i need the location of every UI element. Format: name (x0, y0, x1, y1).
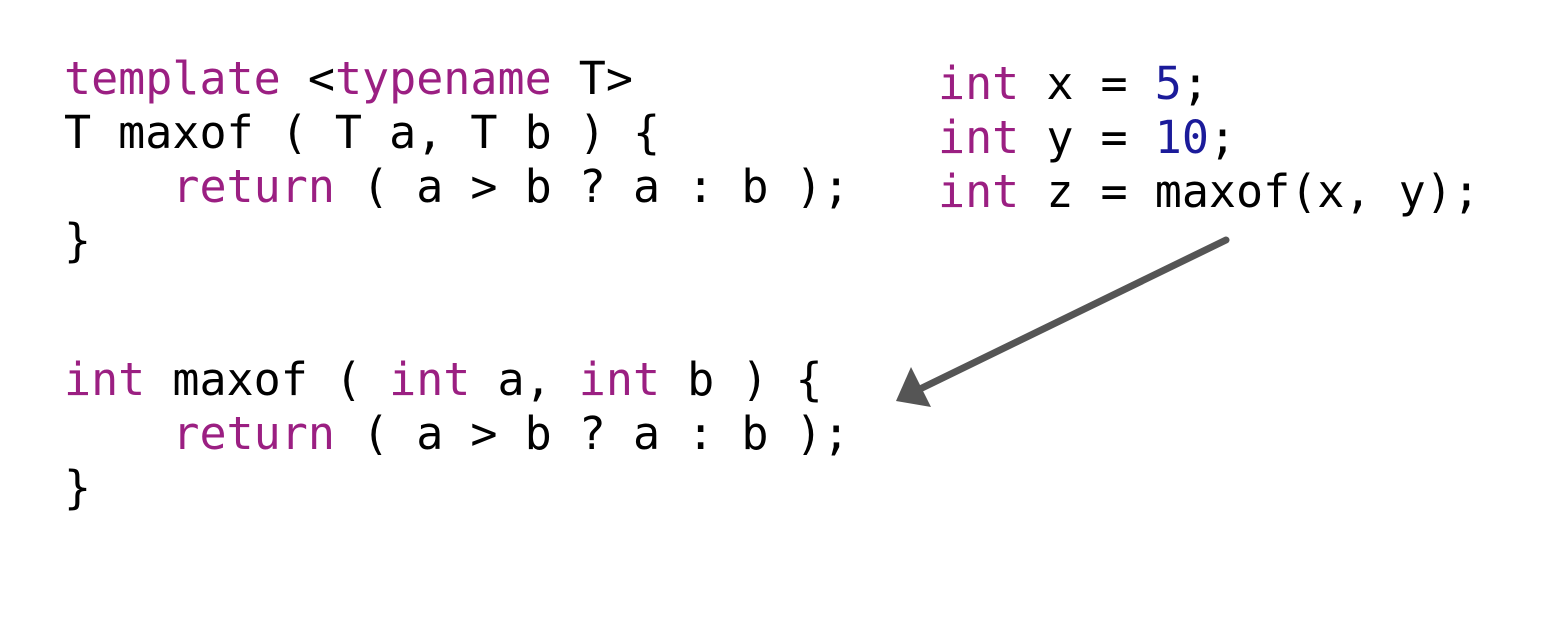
code-line: int y = 10; (938, 111, 1480, 165)
code-line: T maxof ( T a, T b ) { (64, 106, 850, 160)
code-text: ( a > b ? a : b ); (334, 407, 850, 460)
code-text: ( a > b ? a : b ); (334, 160, 850, 213)
code-line: int z = maxof(x, y); (938, 165, 1480, 219)
code-text: T> (551, 52, 633, 105)
arrow-shaft (918, 236, 1230, 392)
code-keyword: int (938, 111, 1020, 164)
template-function-code: template <typename T>T maxof ( T a, T b … (64, 52, 850, 268)
specialized-function-code: int maxof ( int a, int b ) { return ( a … (64, 353, 850, 515)
code-keyword: typename (334, 52, 552, 105)
code-text: z = maxof(x, y); (1019, 165, 1480, 218)
code-line: } (64, 214, 850, 268)
code-text: } (64, 214, 92, 267)
code-number: 5 (1154, 57, 1182, 110)
code-text: maxof ( (145, 353, 390, 406)
function-call-code: int x = 5;int y = 10;int z = maxof(x, y)… (938, 57, 1480, 219)
code-line: template <typename T> (64, 52, 850, 106)
code-text: b ) { (660, 353, 823, 406)
code-keyword: int (578, 353, 661, 406)
code-keyword: return (172, 407, 335, 460)
code-text: y = (1019, 111, 1155, 164)
code-number: 10 (1154, 111, 1209, 164)
code-text (64, 407, 172, 460)
code-text: x = (1019, 57, 1155, 110)
code-line: return ( a > b ? a : b ); (64, 407, 850, 461)
code-line: return ( a > b ? a : b ); (64, 160, 850, 214)
code-keyword: template (64, 52, 281, 105)
code-keyword: int (64, 353, 146, 406)
code-keyword: return (172, 160, 335, 213)
code-line: int maxof ( int a, int b ) { (64, 353, 850, 407)
code-text: < (280, 52, 335, 105)
code-line: int x = 5; (938, 57, 1480, 111)
code-text: ; (1181, 57, 1209, 110)
code-text: a, (470, 353, 579, 406)
code-keyword: int (389, 353, 471, 406)
code-keyword: int (938, 165, 1020, 218)
arrow-head (896, 367, 931, 407)
code-text: T maxof ( T a, T b ) { (64, 106, 661, 159)
code-line: } (64, 461, 850, 515)
code-keyword: int (938, 57, 1020, 110)
code-text: } (64, 461, 92, 514)
code-text: ; (1208, 111, 1237, 164)
code-text (64, 160, 172, 213)
